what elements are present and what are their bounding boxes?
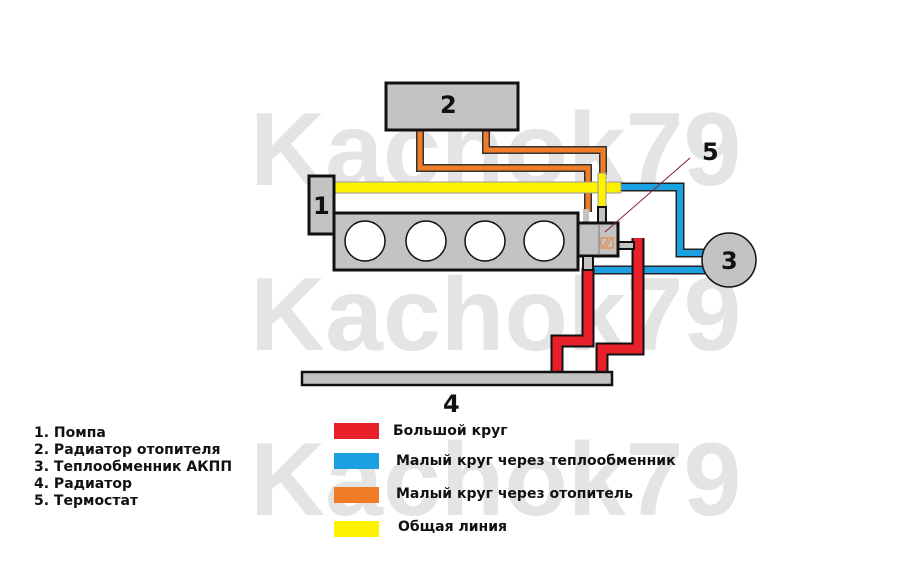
thermostat-housing bbox=[576, 206, 635, 271]
legend-swatch-blue bbox=[334, 453, 379, 469]
thermostat-label: 5 bbox=[702, 138, 719, 166]
pump-label: 1 bbox=[313, 192, 330, 220]
legend-swatch-yellow bbox=[334, 521, 379, 537]
legend-label: Общая линия bbox=[398, 519, 507, 535]
list-item: 1. Помпа bbox=[34, 425, 106, 441]
legend-label: Малый круг через отопитель bbox=[396, 486, 633, 502]
pump bbox=[307, 174, 336, 236]
watermark: Kachok79 bbox=[250, 257, 741, 373]
component-list: 1. Помпа 2. Радиатор отопителя 3. Теплоо… bbox=[34, 425, 232, 510]
heater-radiator-label: 2 bbox=[440, 91, 457, 119]
list-item: 4. Радиатор bbox=[34, 476, 132, 492]
atf-exchanger-label: 3 bbox=[721, 247, 738, 275]
cylinder bbox=[405, 220, 447, 262]
cylinder bbox=[464, 220, 506, 262]
radiator bbox=[300, 370, 614, 387]
radiator-label: 4 bbox=[443, 390, 460, 418]
legend-label: Малый круг через теплообменник bbox=[396, 453, 676, 469]
list-item: 3. Теплообменник АКПП bbox=[34, 459, 233, 475]
red-pipes bbox=[550, 238, 645, 373]
thermostat-valve-icon bbox=[600, 237, 614, 249]
blue-pipes bbox=[593, 182, 706, 275]
legend-swatch-red bbox=[334, 423, 379, 439]
engine-block bbox=[332, 211, 580, 272]
list-item: 5. Термостат bbox=[34, 493, 139, 509]
watermarks: Kachok79 Kachok79 Kachok79 bbox=[250, 92, 741, 538]
thermostat-pointer-line bbox=[604, 157, 691, 233]
list-item: 2. Радиатор отопителя bbox=[34, 442, 221, 458]
heater-radiator bbox=[384, 81, 520, 132]
legend-label: Большой круг bbox=[393, 423, 508, 439]
cylinder bbox=[344, 220, 386, 262]
watermark: Kachok79 bbox=[250, 422, 741, 538]
legend-swatch-orange bbox=[334, 487, 379, 503]
atf-heat-exchanger bbox=[701, 232, 757, 288]
cylinder bbox=[523, 220, 565, 262]
